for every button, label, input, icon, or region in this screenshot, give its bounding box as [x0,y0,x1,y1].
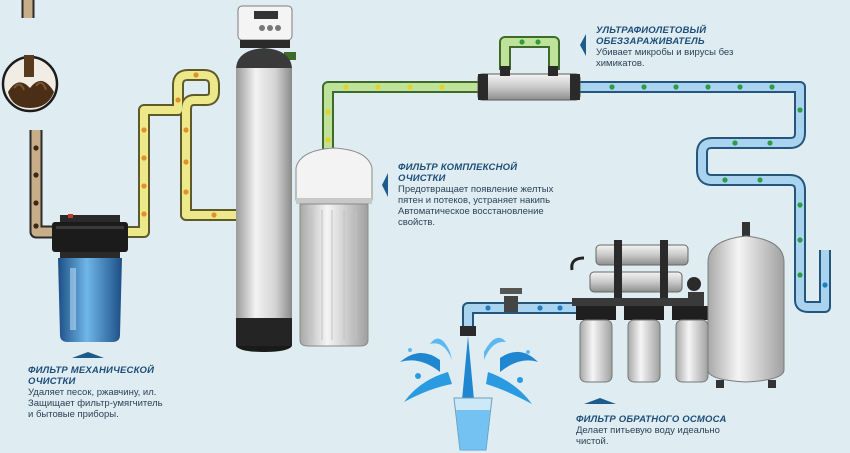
pipe-blue [462,81,831,328]
ro-label-arrow [584,398,616,404]
label-arrows [72,34,616,404]
uv-sterilizer-label: Ультрафиолетовый обеззараживатель Убивае… [596,25,786,69]
water-glass-icon [453,397,493,451]
pipe-inlet [21,0,60,239]
mechanical-filter-desc-1: Удаляет песок, ржавчину, ил. [28,387,157,398]
mechanical-filter-desc-3: и бытовые приборы. [28,409,119,420]
ro-filter-label: Фильтр обратного осмоса Делает питьевую … [576,414,776,447]
faucet-icon [460,288,522,336]
flow-dots-dark [33,145,39,229]
water-splash-icon [400,336,538,404]
pipe-green [284,36,560,160]
complex-filter-desc-2: пятен и потеков, устраняет накипь [398,195,551,206]
ro-filter-desc-2: чистой. [576,436,609,447]
reverse-osmosis-icon [570,222,785,388]
complex-label-arrow [382,173,388,197]
mechanical-filter-title-1: Фильтр механической [28,365,155,376]
pipe-yellow [120,69,236,238]
uv-sterilizer-desc-1: Убивает микробы и вирусы без [596,47,734,58]
flow-dots-blue [485,282,828,311]
flow-dots-orange [141,72,217,218]
complex-filter-desc-1: Предотвращает появление желтых [398,184,554,195]
softener-tank-icon [236,5,293,352]
mechanical-filter-desc-2: Защищает фильтр-умягчитель [28,398,163,409]
complex-filter-title-1: Фильтр комплексной [398,162,518,173]
ro-filter-title: Фильтр обратного осмоса [576,414,727,425]
uv-sterilizer-title-2: обеззараживатель [596,36,705,47]
dirty-water-icon [1,55,59,113]
mechanical-filter-title-2: очистки [28,376,76,387]
uv-label-arrow [580,34,586,56]
complex-filter-label: Фильтр комплексной очистки Предотвращает… [398,162,578,228]
cartridge-filter-icon [52,214,128,342]
complex-filter-title-2: очистки [398,173,446,184]
uv-lamp-icon [477,66,581,101]
complex-filter-desc-4: свойств. [398,217,436,228]
uv-sterilizer-desc-2: химикатов. [596,58,645,69]
ro-filter-desc-1: Делает питьевую воду идеально [576,425,720,436]
complex-filter-desc-3: Автоматическое восстановление [398,206,544,217]
brine-tank-icon [295,147,373,347]
flow-dots-yellow [325,84,445,143]
flow-dots-green [519,39,803,278]
mechanical-label-arrow [72,352,104,358]
mechanical-filter-label: Фильтр механической очистки Удаляет песо… [28,365,208,420]
uv-sterilizer-title-1: Ультрафиолетовый [596,25,707,36]
